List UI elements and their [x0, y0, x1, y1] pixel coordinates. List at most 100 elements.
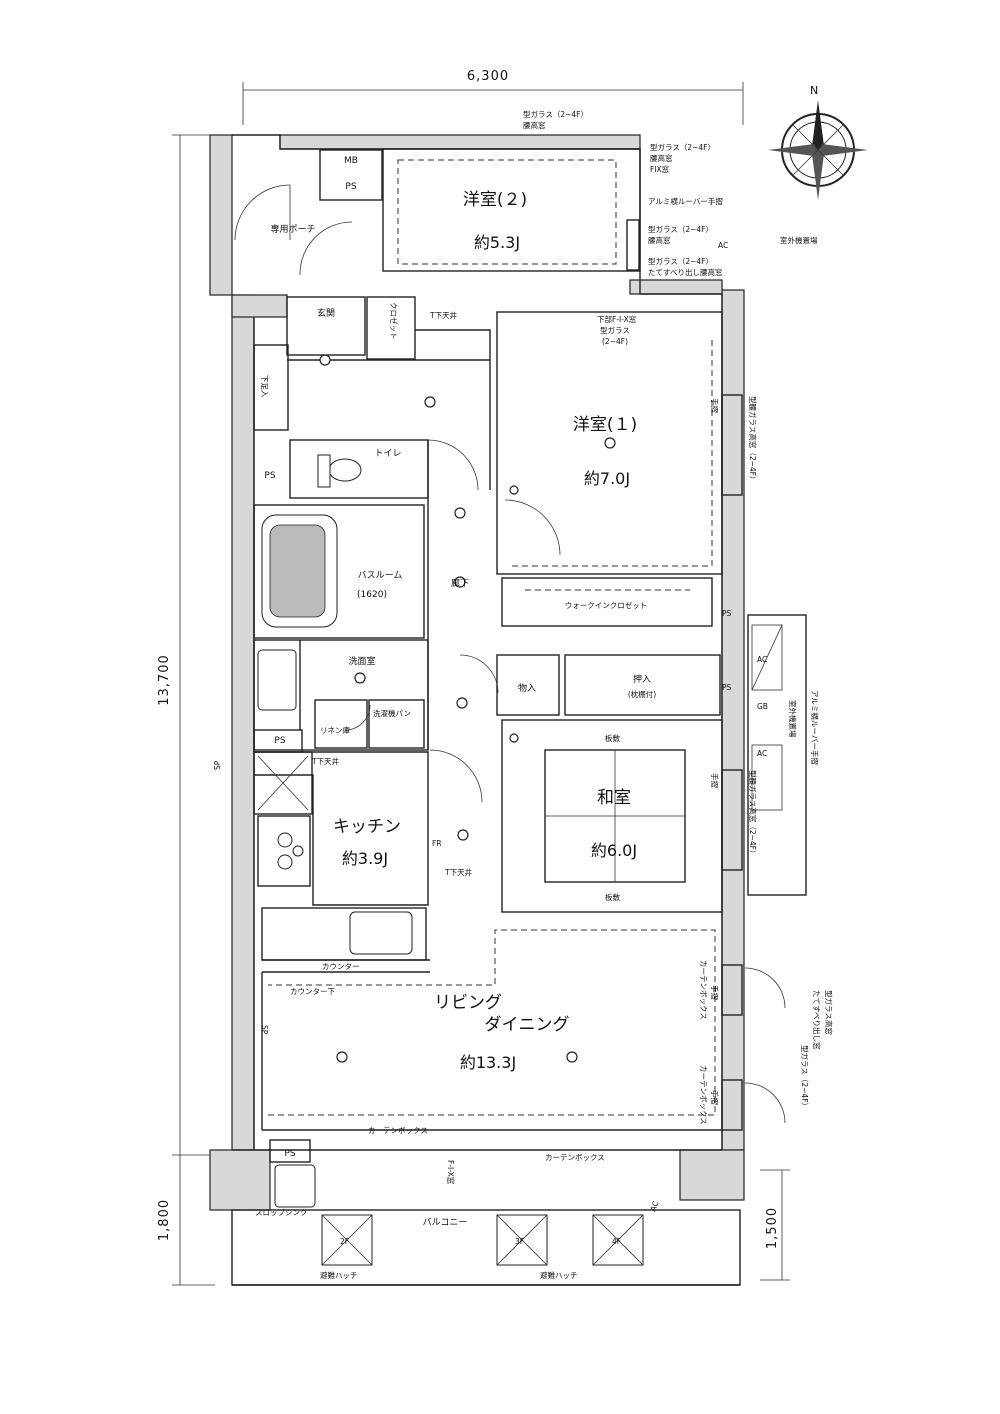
ps-label-2: PS — [274, 736, 285, 746]
room-labels: 洋室(２) 約5.3J 洋室(１) 約7.0J 和室 約6.0J キッチン 約3… — [270, 190, 656, 1228]
lower-fix-b-label: 型ガラス — [600, 325, 630, 335]
shoebox-label: 下足入 — [260, 375, 269, 398]
glass-top1b-label: 腰高窓 — [523, 120, 546, 130]
walkin-closet-name: ウォークインクロゼット — [565, 600, 648, 610]
counter-below-label: カウンター下 — [290, 987, 335, 996]
ac-label-4: AC — [648, 1200, 660, 1213]
dimension-left-balcony-label: 1,800 — [157, 1199, 172, 1241]
oshiire-sub: (枕棚付) — [628, 689, 656, 699]
kitchen-name: キッチン — [333, 817, 401, 837]
right-glass1-label: 型腰ガラス高窓（2~4F） — [748, 396, 758, 484]
evac-hatch-label-2: 避難ハッチ — [540, 1270, 578, 1280]
compass-icon: N — [768, 84, 868, 200]
right-glass3b-label: たてすべり出し窓 — [812, 990, 822, 1050]
outdoor-unit-label: 室外機置場 — [780, 235, 818, 245]
right-glass3a-label: 型ガラス高窓 — [824, 990, 834, 1035]
handrail-label-2: 手摺 — [710, 773, 720, 788]
t-upper-label-3: T下天井 — [444, 867, 473, 877]
glass-mid2-label: 型ガラス（2~4F） — [648, 256, 713, 266]
right-glass2-label: 型腰ガラス高窓（2~4F） — [748, 770, 758, 858]
ac-label-1: AC — [757, 655, 767, 664]
mbps-label-2: PS — [345, 182, 356, 192]
living-size: 約13.3J — [460, 1053, 516, 1072]
dimension-left: 13,700 1,800 — [157, 134, 215, 1286]
toilet-name: トイレ — [374, 449, 401, 459]
glass-top2c-label: FIX窓 — [650, 164, 670, 174]
laundry-label: 洗濯機パン — [373, 708, 411, 718]
closet-label: クロゼット — [389, 302, 399, 340]
counter-label: カウンター — [322, 962, 360, 971]
dimension-top-label: 6,300 — [467, 69, 509, 84]
sp-label-1: SP — [213, 760, 222, 770]
hatch-3f — [496, 1214, 548, 1266]
lower-fix-label: 下部F-I-X窓 — [597, 314, 637, 324]
handrail-label-4: 手摺 — [710, 1090, 720, 1105]
right-outdoor-label: 室外機置場 — [788, 700, 798, 738]
compass-north-label: N — [810, 84, 818, 97]
glass-mid1-label: 型ガラス（2~4F） — [648, 224, 713, 234]
plan-lines — [231, 134, 807, 1286]
glass-top2-label: 型ガラス（2~4F） — [650, 142, 715, 152]
ps-label-5: PS — [722, 683, 732, 692]
curtain-box-label-1: カーテンボックス — [368, 1126, 428, 1135]
ac-label-2: AC — [757, 749, 767, 758]
curtain-box-label-2: カーテンボックス — [545, 1153, 605, 1162]
doors — [234, 184, 786, 1124]
western-room-2-name: 洋室(２) — [463, 190, 527, 210]
western-room-2-size: 約5.3J — [474, 233, 520, 252]
ac-label-3: AC — [718, 241, 728, 250]
handrail-label-1: 手摺 — [710, 398, 720, 413]
dimension-left-label: 13,700 — [157, 654, 172, 706]
storage-name: 物入 — [518, 682, 536, 694]
oshiire-name: 押入 — [633, 673, 651, 685]
western-room-1-name: 洋室(１) — [573, 415, 637, 435]
ceiling-lights — [319, 354, 616, 1063]
hatch-2f — [321, 1214, 373, 1266]
handrail-label-3: 手摺 — [710, 985, 720, 1000]
glass-top2b-label: 腰高窓 — [650, 153, 673, 163]
glass-top1-label: 型ガラス（2~4F） — [523, 109, 588, 119]
walls — [209, 134, 745, 1211]
dimension-right: 1,500 — [760, 1169, 790, 1281]
curtain-box-label-3: カーテンボックス — [699, 960, 708, 1020]
fix-window-label: F-I-X窓 — [446, 1160, 456, 1185]
living-name-line1: リビング — [434, 993, 502, 1013]
linen-label: リネン庫 — [320, 725, 350, 735]
entrance-name: 玄関 — [317, 307, 335, 319]
dimension-right-balcony-label: 1,500 — [765, 1207, 780, 1249]
louver-top-label: アルミ横ルーバー手摺 — [648, 196, 723, 206]
glass-mid2b-label: たてすべり出し腰高窓 — [648, 267, 723, 277]
floor-4f-label: 4F — [612, 1237, 621, 1246]
curtain-box-label-4: カーテンボックス — [699, 1065, 708, 1125]
japanese-room-name: 和室 — [597, 788, 631, 808]
fr-label: FR — [432, 839, 442, 848]
living-name-line2: ダイニング — [485, 1015, 570, 1035]
ps-label-4: PS — [722, 609, 732, 618]
t-upper-label-1: T下天井 — [429, 310, 458, 320]
t-upper-label-2: T下天井 — [311, 756, 340, 766]
glass-mid1b-label: 腰高窓 — [648, 235, 671, 245]
kitchen-size: 約3.9J — [342, 849, 388, 868]
evac-hatch-label-1: 避難ハッチ — [320, 1270, 358, 1280]
slop-sink-label: スロップシンク — [255, 1208, 308, 1217]
gb-label: GB — [757, 702, 768, 711]
itajiki-label-1: 板敷 — [605, 733, 620, 743]
dimension-top: 6,300 — [242, 69, 744, 125]
sp-label-2: SP — [260, 1025, 269, 1035]
ps-label-1: PS — [264, 471, 275, 481]
floor-2f-label: 2F — [340, 1237, 349, 1246]
hallway-name: 廊下 — [451, 577, 469, 589]
western-room-1-size: 約7.0J — [584, 469, 630, 488]
right-louver-label: アルミ横ルーバー手摺 — [810, 690, 820, 765]
porch-name: 専用ポーチ — [270, 223, 315, 235]
washroom-name: 洗面室 — [348, 655, 375, 667]
hatch-4f — [592, 1214, 644, 1266]
japanese-room-size: 約6.0J — [591, 841, 637, 860]
ps-label-3: PS — [284, 1149, 295, 1159]
right-glass3c-label: 型ガラス（2~4F） — [800, 1045, 810, 1110]
bathroom-name: バスルーム — [358, 570, 403, 581]
mbps-label: MB — [344, 156, 358, 166]
floor-3f-label: 3F — [515, 1237, 524, 1246]
annotations: MB PS PS PS PS PS PS クロゼット T下天井 T下天井 T下天… — [213, 109, 834, 1280]
